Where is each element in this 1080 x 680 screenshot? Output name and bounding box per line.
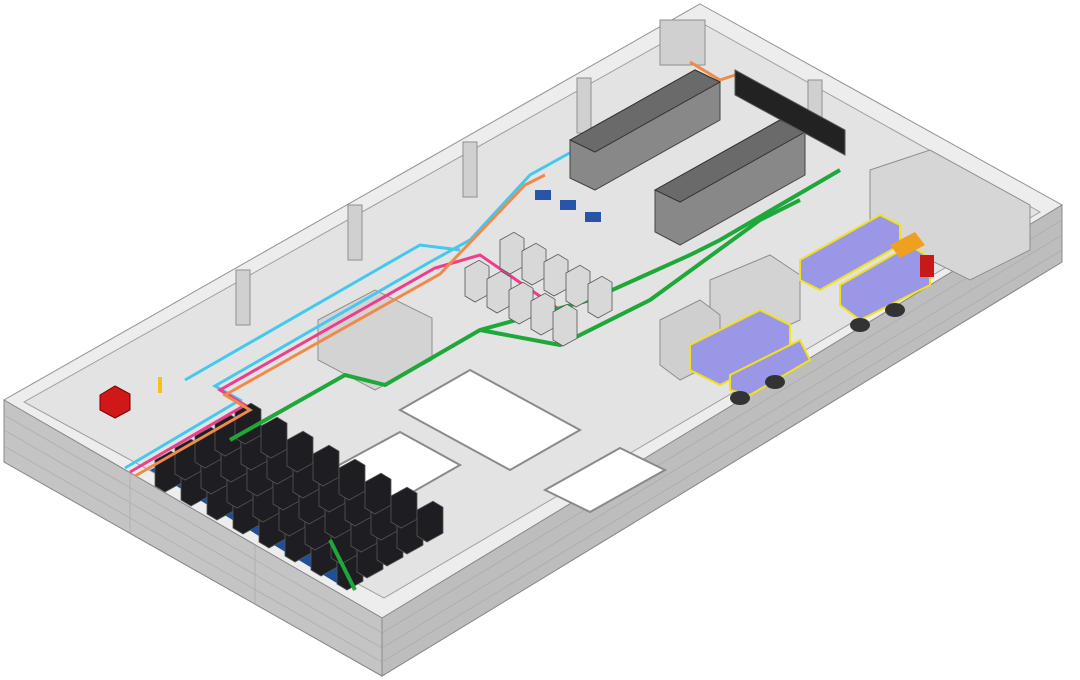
yellow-marker [158,377,162,393]
pipe-orange [134,173,546,478]
pipe-green-3 [328,539,357,591]
cooling-unit [508,281,534,325]
pipe-orange-2 [689,60,736,82]
cooling-unit [552,303,578,347]
pipe-cyan-2 [184,243,461,382]
wall-piers [235,19,823,326]
wall-brick-pattern [3,219,1063,663]
cooling-unit [565,264,591,308]
cooling-units [464,231,613,347]
pipe-green-2 [479,198,801,348]
air-handling-units [689,213,931,397]
server-rack [416,500,444,543]
floor-opening [542,446,668,514]
wall-face-right [381,204,1063,677]
cooling-unit [530,292,556,336]
pumps [535,190,601,222]
pipe-pink [129,253,561,474]
red-panel [920,255,934,277]
cooling-unit [543,253,569,297]
dry-coolers [734,69,846,156]
cooling-unit [587,275,613,319]
chiller-unit [568,69,722,191]
floor-opening [397,368,583,472]
cooling-unit [486,270,512,314]
pipe-cyan [124,148,576,470]
fans [730,303,905,405]
cooling-unit [521,242,547,286]
fire-unit [99,385,131,419]
orange-duct [890,232,925,258]
cooling-unit [464,259,490,303]
cooling-unit [499,231,525,275]
